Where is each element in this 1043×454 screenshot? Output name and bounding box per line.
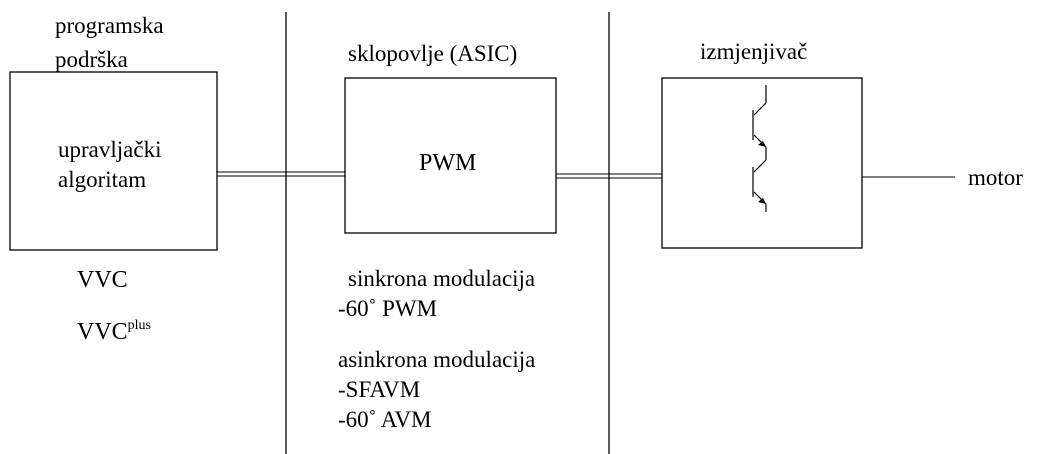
hardware-heading: sklopovlje (ASIC) (348, 41, 518, 66)
asic-block (344, 77, 557, 234)
async-modulation-title: asinkrona modulacija (338, 347, 536, 372)
sync-modulation-title: sinkrona modulacija (348, 266, 536, 291)
software-block-line1: upravljački (58, 137, 162, 162)
async-modulation-item1: -SFAVM (338, 377, 421, 402)
software-block-line2: algoritam (58, 167, 147, 192)
method-vvc-plus: VVCplus (77, 318, 152, 345)
method-vvc: VVC (77, 267, 128, 293)
inverter-block (661, 77, 863, 249)
software-block (9, 71, 218, 251)
sync-modulation-item: -60˚ PWM (338, 296, 438, 321)
software-heading-line1: programska (55, 13, 164, 38)
transistor-pair-icon (752, 85, 767, 212)
method-vvc-plus-sup: plus (127, 318, 152, 333)
method-vvc-plus-base: VVC (77, 319, 128, 345)
software-heading-line2: podrška (55, 47, 128, 72)
motor-label: motor (968, 165, 1023, 190)
connector-software-asic (217, 171, 345, 177)
asic-block-label: PWM (419, 150, 477, 176)
async-modulation-item2: -60˚ AVM (338, 407, 432, 432)
inverter-heading: izmjenjivač (700, 39, 808, 64)
connector-asic-inverter (556, 173, 662, 179)
